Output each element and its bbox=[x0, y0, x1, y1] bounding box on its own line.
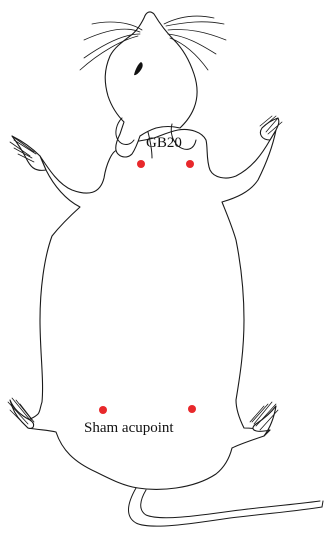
sham-acupoint-dot-right bbox=[188, 405, 196, 413]
sham-acupoint-label: Sham acupoint bbox=[84, 420, 174, 436]
gb20-acupoint-dot-left bbox=[137, 160, 145, 168]
rat-tail bbox=[128, 488, 323, 526]
gb20-acupoint-dot-right bbox=[186, 160, 194, 168]
gb20-label: GB20 bbox=[146, 135, 182, 151]
sham-acupoint-dot-left bbox=[99, 406, 107, 414]
rat-hind-left-paw bbox=[8, 398, 34, 428]
rat-front-right-paw bbox=[260, 116, 282, 140]
rat-front-left-paw bbox=[10, 136, 46, 170]
